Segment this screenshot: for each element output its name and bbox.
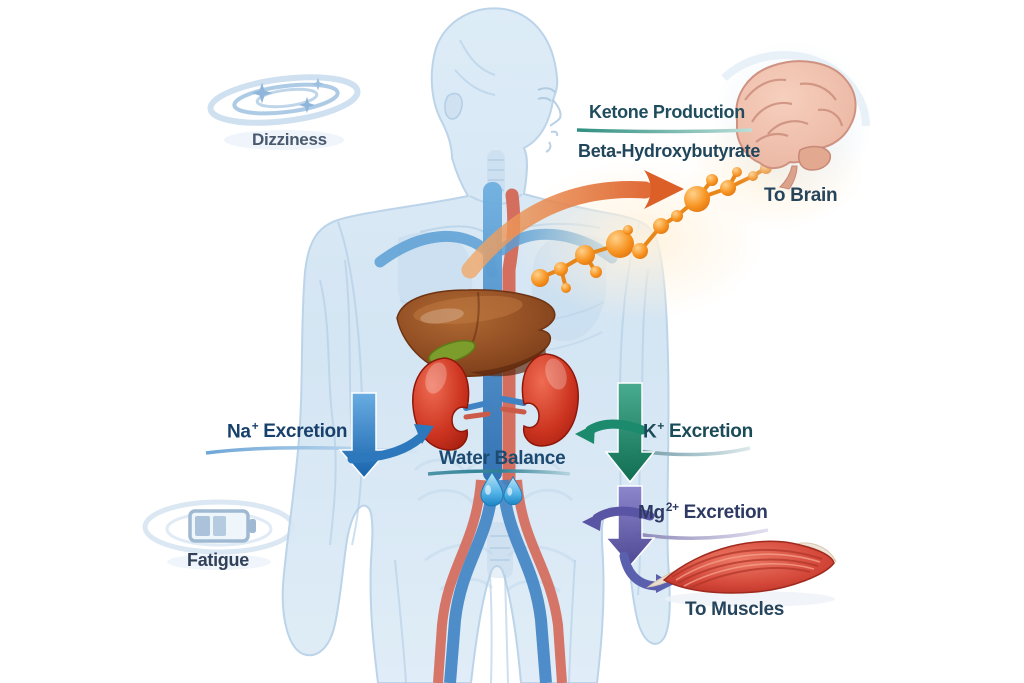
mg-symbol: Mg <box>638 502 665 524</box>
na-charge: + <box>251 420 259 433</box>
brain-illustration <box>713 42 873 202</box>
mg-excretion-label: Mg2+ Excretion <box>638 501 768 524</box>
water-drops-icon <box>480 470 523 507</box>
na-excretion-label: Na+ Excretion <box>227 420 347 443</box>
na-excretion-arrows <box>205 392 434 480</box>
muscle-illustration <box>646 540 837 607</box>
star-icon <box>311 77 325 91</box>
ketone-production-label: Ketone Production <box>589 102 745 122</box>
to-brain-label: To Brain <box>764 185 838 206</box>
fatigue-label: Fatigue <box>187 550 249 570</box>
liver-illustration <box>396 289 556 378</box>
kidney-right <box>521 353 579 447</box>
k-excretion-arrows <box>575 382 751 484</box>
dizziness-icon <box>207 74 361 150</box>
water-underline <box>427 469 571 476</box>
cerebellum <box>798 145 832 171</box>
ketone-underline <box>576 128 753 134</box>
star-icon <box>251 82 273 104</box>
k-charge: + <box>657 420 664 433</box>
dizziness-label: Dizziness <box>252 130 327 149</box>
fatigue-icon <box>142 499 296 570</box>
star-icon <box>298 96 316 114</box>
k-down-arrow <box>604 382 656 484</box>
to-muscles-label: To Muscles <box>685 599 785 620</box>
mg-charge: 2+ <box>665 501 679 514</box>
water-balance-label: Water Balance <box>439 448 566 469</box>
na-symbol: Na <box>227 421 251 443</box>
mg-down-arrow <box>604 485 656 568</box>
na-to-kidney-arrow <box>347 433 425 464</box>
mg-excretion-arrows <box>582 485 769 593</box>
curved-arrow-liver-to-brain <box>461 170 684 279</box>
k-excretion-label: K+ Excretion <box>643 420 753 443</box>
mg-action: Excretion <box>683 502 768 524</box>
k-action: Excretion <box>669 421 753 443</box>
na-action: Excretion <box>263 421 348 443</box>
battery-low-icon <box>188 509 256 543</box>
gallbladder <box>428 339 476 365</box>
k-symbol: K <box>643 421 657 443</box>
beta-hydroxybutyrate-label: Beta-Hydroxybutyrate <box>578 141 761 161</box>
brain-stem <box>779 165 798 190</box>
ear <box>444 92 463 120</box>
